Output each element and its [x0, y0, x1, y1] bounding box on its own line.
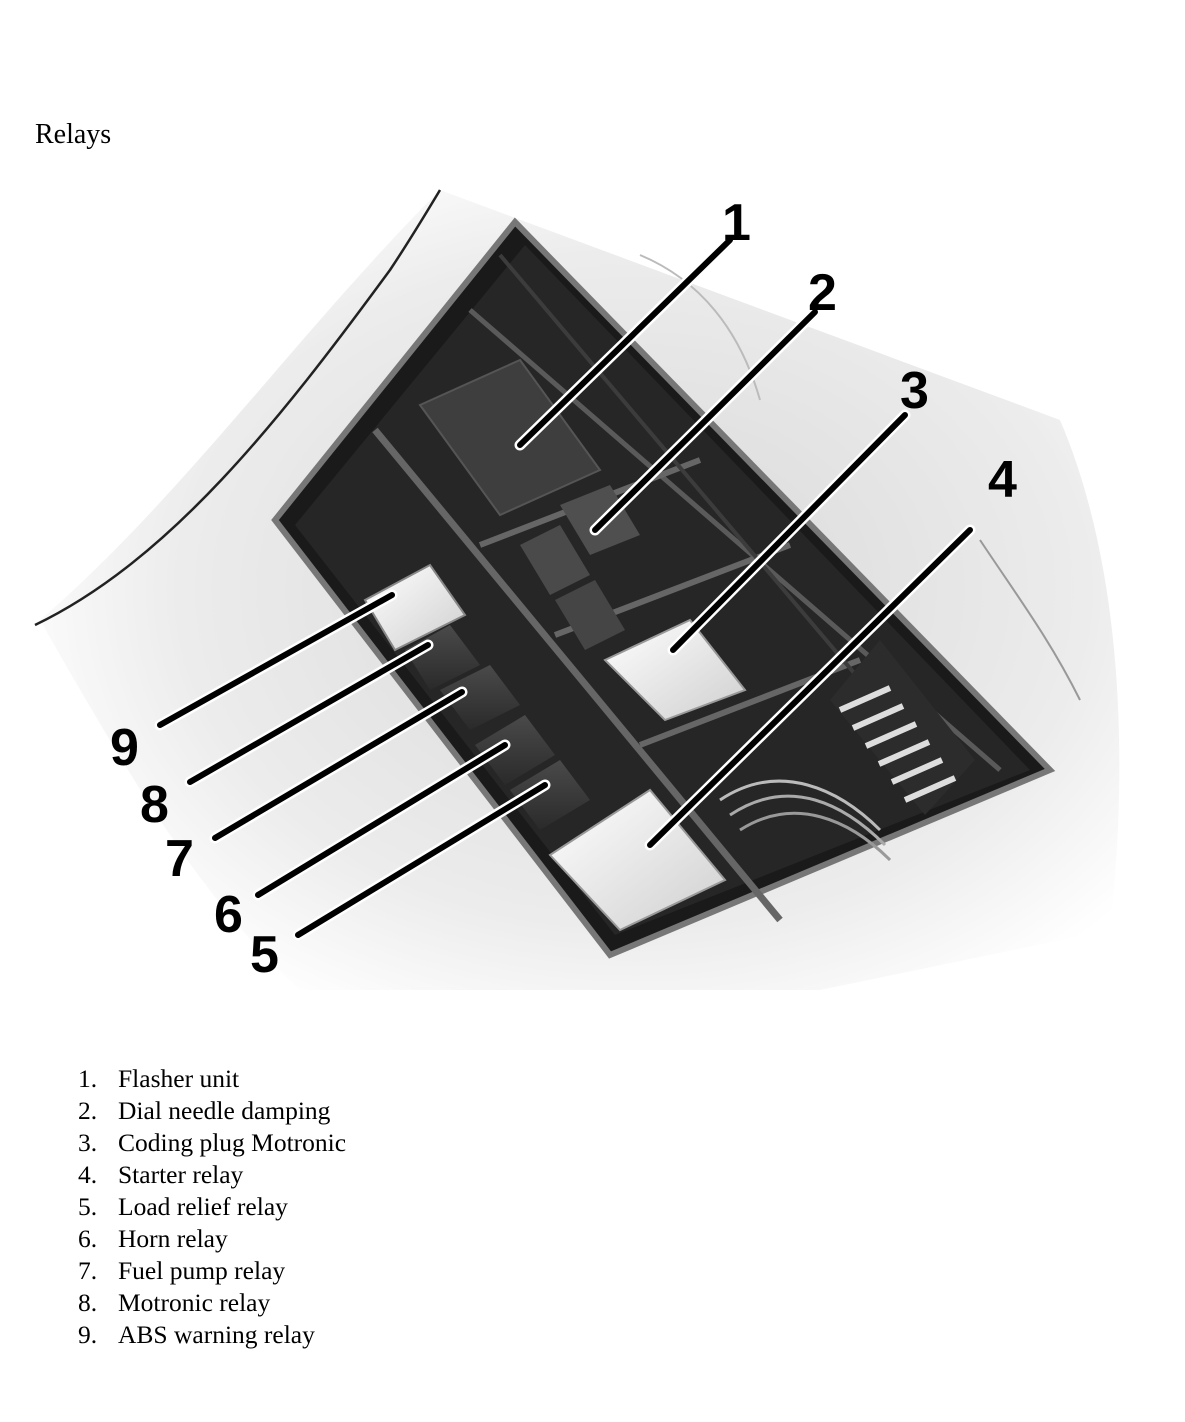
legend-number: 3.: [78, 1128, 98, 1157]
legend-item: 8. Motronic relay: [78, 1287, 346, 1319]
legend-item: 9. ABS warning relay: [78, 1319, 346, 1351]
legend-number: 9.: [78, 1320, 98, 1349]
leader-lines: [154, 234, 976, 941]
callout-4: 4: [988, 451, 1017, 509]
leader-line-8: [187, 642, 431, 785]
leader-line-6: [255, 742, 508, 898]
legend-item: 5. Load relief relay: [78, 1191, 346, 1223]
legend-number: 7.: [78, 1256, 98, 1285]
legend-list: 1. Flasher unit 2. Dial needle damping 3. C…: [78, 1063, 346, 1351]
legend-label: Motronic relay: [118, 1288, 271, 1317]
callout-2: 2: [808, 264, 837, 322]
leader-line-9: [157, 592, 395, 728]
legend-number: 8.: [78, 1288, 98, 1317]
callout-9: 9: [110, 719, 139, 777]
callout-7: 7: [165, 830, 194, 888]
legend-label: Starter relay: [118, 1160, 244, 1189]
callout-numbers: 1 2 3 4 5 6 7 8 9: [110, 194, 1017, 984]
legend-number: 6.: [78, 1224, 98, 1253]
legend-item: 4. Starter relay: [78, 1159, 346, 1191]
callout-8: 8: [140, 776, 169, 834]
legend-number: 1.: [78, 1064, 98, 1093]
legend-item: 2. Dial needle damping: [78, 1095, 346, 1127]
callout-6: 6: [214, 886, 243, 944]
legend-label: Dial needle damping: [118, 1096, 331, 1125]
legend-label: Fuel pump relay: [118, 1256, 286, 1285]
page-title: Relays: [35, 119, 112, 150]
callout-3: 3: [900, 362, 929, 420]
legend-number: 4.: [78, 1160, 98, 1189]
fuse-strip: [830, 640, 975, 815]
legend-label: Flasher unit: [118, 1064, 240, 1093]
leader-line-2: [592, 309, 818, 533]
leader-line-3: [670, 412, 908, 653]
legend-item: 7. Fuel pump relay: [78, 1255, 346, 1287]
leader-line-5: [295, 782, 548, 938]
relay-box-photo: 1 2 3 4 5 6 7 8 9: [34, 189, 1120, 990]
callout-5: 5: [250, 926, 279, 984]
legend-label: Load relief relay: [118, 1192, 288, 1221]
leader-line-4: [647, 527, 973, 848]
legend-item: 1. Flasher unit: [78, 1063, 346, 1095]
leader-line-1: [517, 237, 733, 448]
legend-label: ABS warning relay: [118, 1320, 315, 1349]
legend-item: 3. Coding plug Motronic: [78, 1127, 346, 1159]
legend-number: 5.: [78, 1192, 98, 1221]
legend-label: Horn relay: [118, 1224, 228, 1253]
callout-1: 1: [722, 194, 751, 252]
legend-item: 6. Horn relay: [78, 1223, 346, 1255]
legend-label: Coding plug Motronic: [118, 1128, 347, 1157]
leader-line-7: [212, 689, 465, 841]
legend-number: 2.: [78, 1096, 98, 1125]
